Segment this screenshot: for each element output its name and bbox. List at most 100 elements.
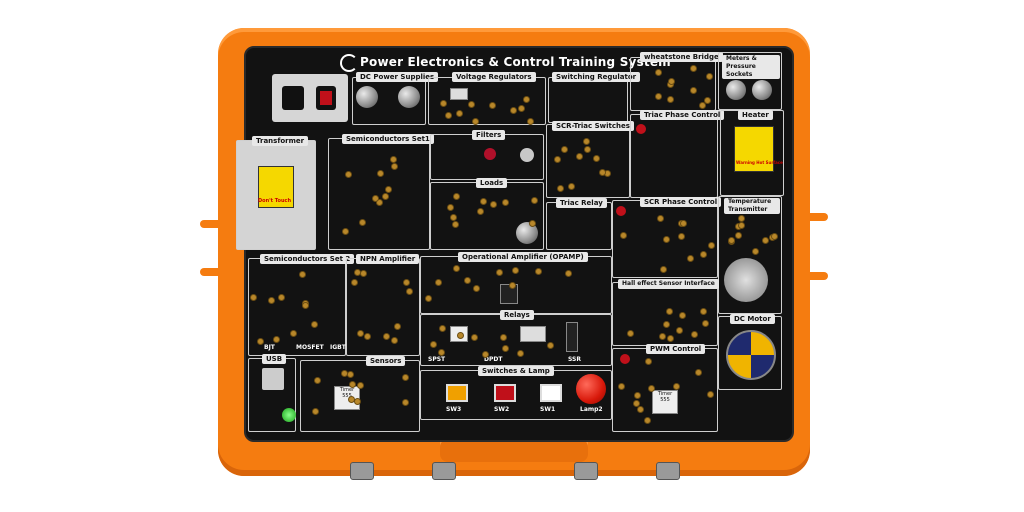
banana-socket[interactable] [599, 170, 605, 176]
banana-socket[interactable] [527, 118, 533, 124]
banana-socket[interactable] [701, 309, 707, 315]
banana-socket[interactable] [666, 309, 672, 315]
banana-socket[interactable] [502, 346, 508, 352]
banana-socket[interactable] [673, 384, 679, 390]
banana-socket[interactable] [620, 232, 626, 238]
banana-socket[interactable] [512, 268, 518, 274]
banana-socket[interactable] [676, 328, 682, 334]
sw1-button[interactable] [540, 384, 562, 402]
banana-socket[interactable] [348, 371, 354, 377]
banana-socket[interactable] [471, 334, 477, 340]
banana-socket[interactable] [739, 223, 745, 229]
banana-socket[interactable] [547, 343, 553, 349]
usb-port[interactable] [262, 368, 284, 390]
banana-socket[interactable] [584, 147, 590, 153]
banana-socket[interactable] [738, 216, 744, 222]
banana-socket[interactable] [668, 96, 674, 102]
banana-socket[interactable] [655, 70, 661, 76]
banana-socket[interactable] [709, 243, 715, 249]
banana-socket[interactable] [511, 107, 517, 113]
banana-socket[interactable] [373, 195, 379, 201]
banana-socket[interactable] [250, 295, 256, 301]
banana-socket[interactable] [496, 270, 502, 276]
banana-socket[interactable] [500, 335, 506, 341]
banana-socket[interactable] [355, 269, 361, 275]
banana-socket[interactable] [358, 331, 363, 337]
banana-socket[interactable] [391, 156, 397, 162]
banana-socket[interactable] [646, 359, 652, 365]
banana-socket[interactable] [619, 383, 625, 389]
banana-socket[interactable] [566, 271, 572, 277]
loads-potentiometer[interactable] [516, 222, 538, 244]
banana-socket[interactable] [456, 111, 462, 117]
banana-socket[interactable] [431, 342, 436, 347]
banana-socket[interactable] [477, 208, 483, 214]
banana-socket[interactable] [728, 238, 734, 244]
banana-socket[interactable] [700, 252, 706, 258]
banana-socket[interactable] [680, 221, 686, 227]
banana-socket[interactable] [351, 280, 357, 286]
banana-socket[interactable] [704, 97, 710, 103]
banana-socket[interactable] [311, 321, 317, 327]
banana-socket[interactable] [763, 238, 769, 244]
banana-socket[interactable] [451, 215, 457, 221]
banana-socket[interactable] [269, 297, 275, 303]
banana-socket[interactable] [445, 113, 451, 119]
banana-socket[interactable] [669, 79, 675, 85]
iec-power-socket[interactable] [282, 86, 304, 110]
banana-socket[interactable] [302, 302, 308, 308]
banana-socket[interactable] [503, 200, 509, 206]
banana-socket[interactable] [355, 398, 361, 404]
pressure-socket-right[interactable] [752, 80, 772, 100]
banana-socket[interactable] [392, 164, 398, 170]
banana-socket[interactable] [736, 224, 742, 230]
banana-socket[interactable] [435, 280, 441, 286]
banana-socket[interactable] [480, 198, 486, 204]
banana-socket[interactable] [377, 200, 383, 206]
banana-socket[interactable] [465, 277, 471, 283]
banana-socket[interactable] [536, 269, 542, 275]
banana-socket[interactable] [315, 378, 321, 384]
banana-socket[interactable] [663, 322, 669, 328]
banana-socket[interactable] [439, 350, 445, 356]
banana-socket[interactable] [402, 399, 408, 405]
banana-socket[interactable] [645, 417, 651, 423]
banana-socket[interactable] [453, 266, 459, 272]
banana-socket[interactable] [474, 285, 480, 291]
dc-supply-knob-left[interactable] [356, 86, 378, 108]
pwm-knob[interactable] [620, 354, 630, 364]
banana-socket[interactable] [568, 183, 574, 189]
banana-socket[interactable] [392, 337, 398, 343]
banana-socket[interactable] [489, 102, 495, 108]
banana-socket[interactable] [425, 296, 431, 302]
banana-socket[interactable] [649, 385, 655, 391]
banana-socket[interactable] [441, 101, 447, 107]
banana-socket[interactable] [518, 105, 524, 111]
banana-socket[interactable] [691, 332, 697, 338]
banana-socket[interactable] [358, 383, 364, 389]
banana-socket[interactable] [359, 220, 365, 226]
pressure-socket-left[interactable] [726, 80, 746, 100]
banana-socket[interactable] [668, 335, 674, 341]
banana-socket[interactable] [627, 331, 633, 337]
banana-socket[interactable] [523, 96, 529, 102]
banana-socket[interactable] [349, 381, 355, 387]
banana-socket[interactable] [703, 321, 708, 327]
banana-socket[interactable] [395, 323, 401, 329]
banana-socket[interactable] [345, 171, 351, 177]
banana-socket[interactable] [529, 221, 535, 227]
banana-socket[interactable] [561, 146, 567, 152]
banana-socket[interactable] [678, 233, 684, 239]
banana-socket[interactable] [605, 170, 611, 176]
banana-socket[interactable] [660, 334, 665, 340]
banana-socket[interactable] [490, 201, 496, 207]
banana-socket[interactable] [658, 216, 664, 222]
banana-socket[interactable] [349, 396, 355, 402]
banana-socket[interactable] [531, 197, 537, 203]
banana-socket[interactable] [688, 255, 694, 261]
banana-socket[interactable] [699, 102, 705, 108]
banana-socket[interactable] [274, 336, 279, 342]
banana-socket[interactable] [772, 234, 777, 240]
banana-socket[interactable] [312, 408, 318, 414]
banana-socket[interactable] [279, 295, 285, 301]
